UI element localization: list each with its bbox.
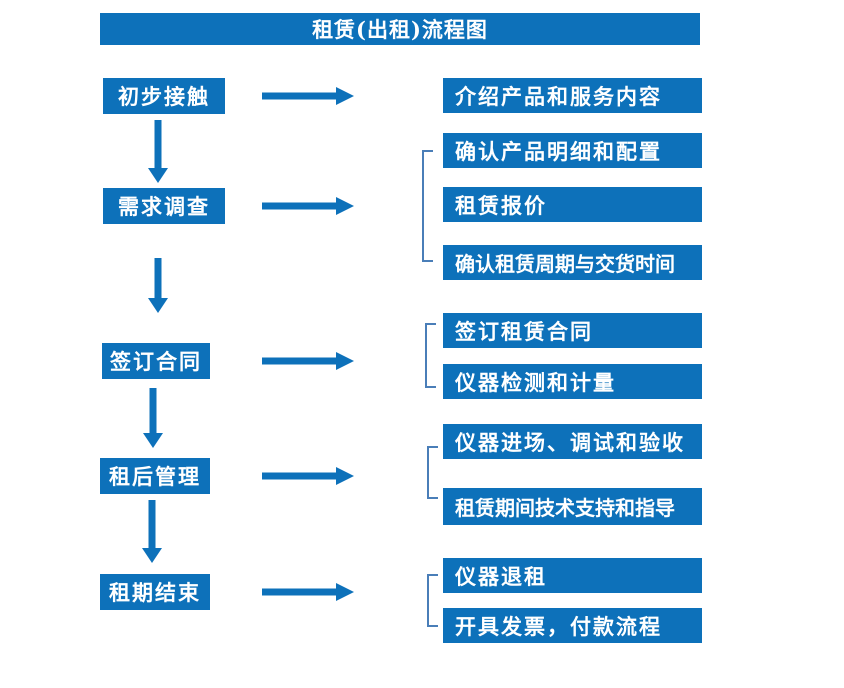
bracket-lease-end-group: [427, 574, 438, 627]
bracket-post-rental-group: [427, 446, 438, 499]
right-arrow-icon-2: [262, 197, 354, 215]
detail-box-rental-quote: 租赁报价: [443, 187, 702, 222]
down-arrow-icon-2: [148, 258, 168, 313]
bracket-demand-survey-group: [422, 150, 433, 262]
down-arrow-icon-4: [142, 500, 162, 563]
step-box-initial-contact: 初步接触: [103, 78, 225, 114]
step-box-demand-survey: 需求调查: [103, 188, 225, 224]
detail-box-introduce-products: 介绍产品和服务内容: [443, 78, 702, 113]
step-box-post-rental-mgmt: 租后管理: [100, 458, 210, 494]
step-box-sign-contract: 签订合同: [102, 343, 210, 379]
detail-box-sign-rental-contract: 签订租赁合同: [443, 313, 702, 348]
right-arrow-icon-1: [262, 87, 354, 105]
page-title: 租赁(出租)流程图: [100, 13, 700, 45]
detail-box-tech-support: 租赁期间技术支持和指导: [443, 488, 702, 525]
step-box-lease-end: 租期结束: [100, 574, 210, 610]
right-arrow-icon-4: [262, 467, 354, 485]
down-arrow-icon-3: [143, 388, 163, 448]
down-arrow-icon-1: [148, 120, 168, 183]
detail-box-confirm-product-config: 确认产品明细和配置: [443, 133, 702, 168]
detail-box-confirm-period-delivery: 确认租赁周期与交货时间: [443, 245, 702, 280]
detail-box-instrument-inspection: 仪器检测和计量: [443, 364, 702, 399]
bracket-sign-contract-group: [425, 323, 436, 388]
right-arrow-icon-3: [262, 352, 354, 370]
right-arrow-icon-5: [262, 583, 354, 601]
detail-box-instrument-setup: 仪器进场、调试和验收: [443, 424, 702, 459]
detail-box-invoice-payment: 开具发票，付款流程: [443, 608, 702, 643]
detail-box-instrument-return: 仪器退租: [443, 558, 702, 593]
